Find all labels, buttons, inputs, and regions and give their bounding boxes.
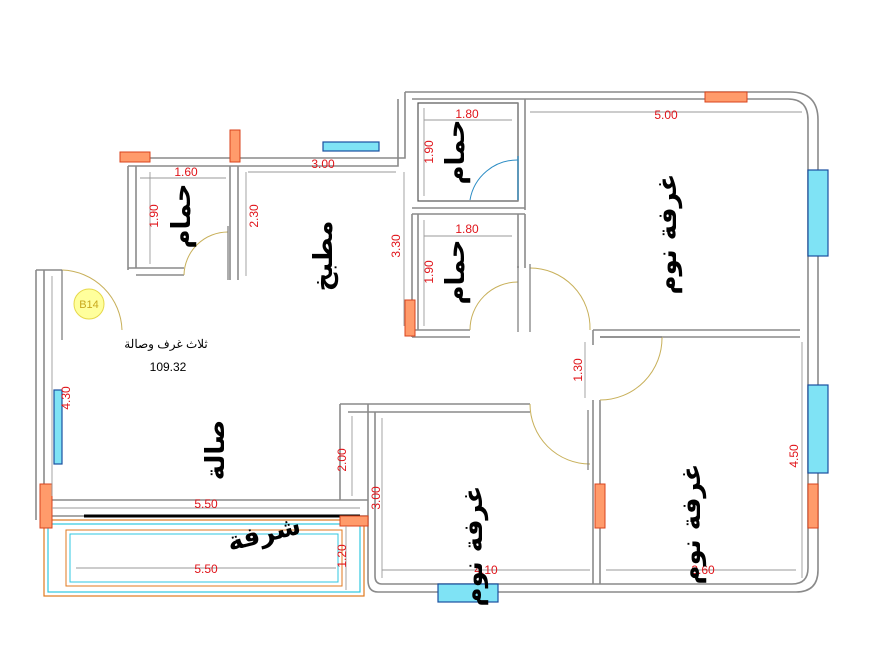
outer-walls (35, 91, 819, 593)
doors (61, 156, 663, 470)
dim-bath-mid-height: 1.90 (422, 260, 436, 284)
room-label-bedroom-bottom-right: غرفة نوم (677, 464, 707, 585)
room-label-bedroom-top-right: غرفة نوم (653, 174, 683, 295)
tag-label: B14 (79, 299, 99, 311)
columns (39, 91, 819, 529)
column (594, 483, 606, 529)
dim-hall-height: 4.30 (59, 386, 73, 410)
column (119, 151, 151, 163)
dim-balcony-width: 5.50 (194, 562, 218, 576)
dim-balcony-height: 1.20 (335, 544, 349, 568)
room-labels: حمام حمام حمام مطبخ غرفة نوم غرفة نوم غر… (167, 120, 707, 607)
column (807, 483, 819, 529)
window (322, 141, 380, 152)
balcony-frame (43, 519, 365, 597)
column (39, 483, 53, 529)
dim-bath-top-height: 1.90 (422, 140, 436, 164)
window (437, 583, 499, 603)
dim-bath-left-height: 1.90 (147, 204, 161, 228)
dim-bath-left-width: 1.60 (174, 165, 198, 179)
apartment-type-label: ثلاث غرف وصالة (124, 337, 208, 351)
tag-circle (73, 288, 105, 320)
room-label-kitchen: مطبخ (309, 221, 339, 292)
room-label-bedroom-bottom-mid: غرفة نوم (459, 486, 489, 607)
dimension-labels: 1.80 1.90 5.00 1.60 1.90 2.30 3.00 3.30 … (59, 107, 801, 577)
room-label-bath-mid: حمام (441, 240, 471, 305)
dim-bedroom-right-width: 3.60 (691, 563, 715, 577)
window (53, 389, 63, 465)
dim-bedroom-right-height: 4.50 (787, 444, 801, 468)
dim-hall-width: 5.50 (194, 497, 218, 511)
room-label-bath-left: حمام (167, 184, 197, 249)
room-label-hall: صالة (201, 420, 231, 480)
dim-bath-mid-width: 1.80 (455, 222, 479, 236)
dim-bedroom-mid-width: 4.10 (474, 563, 498, 577)
dim-kitchen-height: 3.30 (389, 234, 403, 258)
column (404, 299, 416, 337)
dim-corridor-height: 1.30 (571, 358, 585, 382)
column (704, 91, 748, 103)
column (339, 515, 369, 527)
dim-hall-lower-height: 2.00 (335, 448, 349, 472)
window (807, 169, 829, 257)
plan-notes: ثلاث غرف وصالة 109.32 B14 (73, 288, 208, 374)
room-label-bath-top: حمام (441, 120, 471, 185)
window (807, 384, 829, 474)
windows (53, 141, 829, 603)
dim-bath-top-width: 1.80 (455, 107, 479, 121)
area-value: 109.32 (150, 360, 187, 374)
dim-kitchen-width: 3.00 (311, 157, 335, 171)
room-label-balcony: شرفة (224, 511, 304, 558)
dim-kitchen-left-height: 2.30 (247, 204, 261, 228)
column (229, 129, 241, 163)
dimension-lines (51, 108, 803, 590)
dim-bedroom-mid-height: 3.00 (369, 486, 383, 510)
dim-bedroom-top-width: 5.00 (654, 108, 678, 122)
